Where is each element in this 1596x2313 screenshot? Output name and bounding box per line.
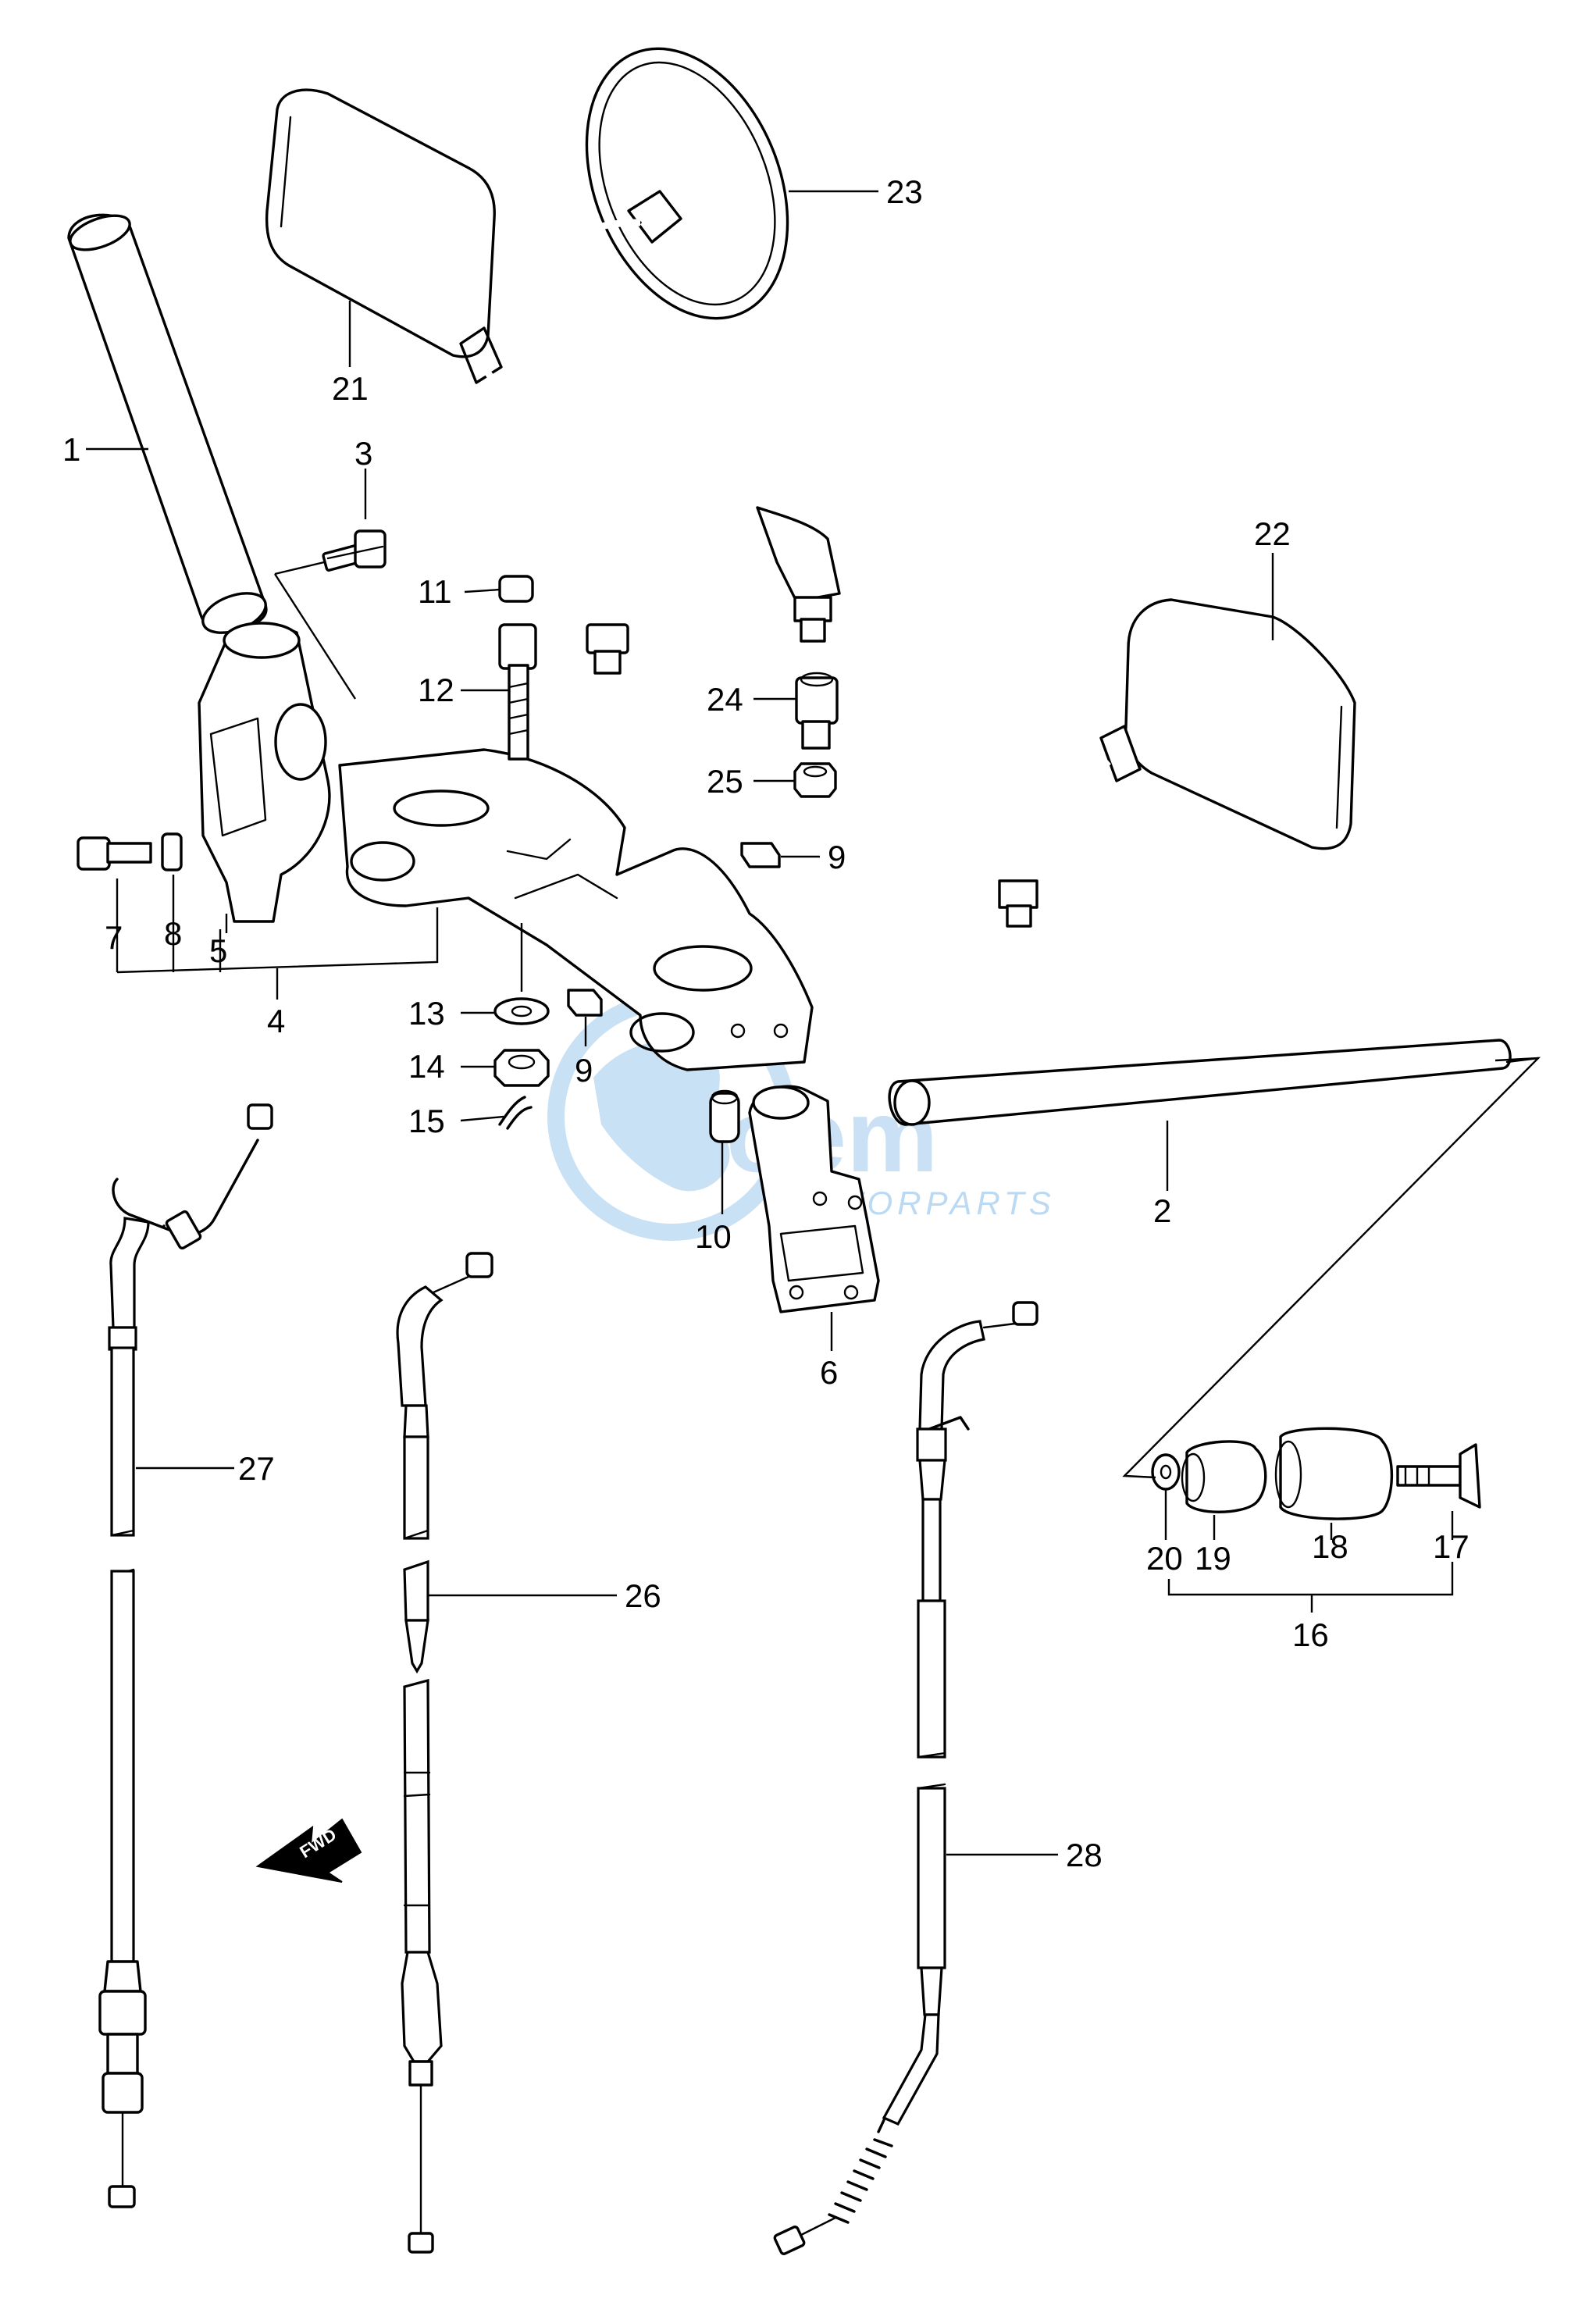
bolt-7 [77, 836, 152, 871]
callout-3: 3 [354, 435, 372, 472]
callout-1: 1 [62, 431, 80, 468]
callout-15: 15 [408, 1103, 445, 1139]
left-mirror [265, 88, 629, 675]
callout-11: 11 [418, 573, 452, 610]
callout-6: 6 [820, 1354, 838, 1391]
round-mirror [570, 47, 841, 643]
callout-26: 26 [625, 1577, 661, 1614]
callout-4: 4 [267, 1003, 285, 1039]
washer-13 [493, 997, 550, 1025]
nut-25 [793, 762, 837, 798]
forward-arrow-icon: FWD [255, 1818, 362, 1883]
callout-8: 8 [164, 915, 182, 952]
callout-14: 14 [408, 1048, 445, 1085]
left-clamp [198, 622, 331, 923]
callout-9-lower: 9 [575, 1052, 593, 1089]
block-9-lower [567, 989, 603, 1017]
leader-lines [86, 190, 1541, 1856]
callout-10: 10 [695, 1218, 732, 1255]
callout-28: 28 [1066, 1837, 1103, 1873]
bar-end-screw-17 [1396, 1443, 1481, 1509]
callout-16: 16 [1292, 1616, 1329, 1653]
callout-18: 18 [1312, 1528, 1348, 1565]
handlebar-bridge [338, 748, 814, 1071]
bolt-3 [322, 529, 387, 572]
callout-27: 27 [238, 1450, 275, 1487]
callout-21: 21 [332, 370, 369, 407]
left-handlebar-grip [67, 213, 268, 634]
right-clamp [748, 1085, 880, 1313]
callout-7: 7 [105, 919, 123, 956]
cotter-pin-15 [498, 1096, 533, 1130]
bar-end-collar-19 [1181, 1440, 1267, 1513]
washer-8 [161, 832, 183, 871]
callout-23: 23 [886, 173, 923, 210]
callout-25: 25 [707, 763, 743, 800]
block-9-upper [740, 842, 781, 868]
right-mirror [998, 598, 1356, 928]
callout-labels: 1 2 3 4 5 6 7 8 9 9 10 11 12 13 14 15 16… [62, 173, 1470, 1873]
callout-22: 22 [1254, 515, 1291, 552]
adapter-24 [795, 672, 839, 750]
cable-27 [98, 1103, 273, 2208]
cable-26 [396, 1252, 493, 2254]
cap-10 [709, 1089, 740, 1143]
callout-9-upper: 9 [828, 839, 846, 875]
bar-end-washer-20 [1151, 1453, 1181, 1491]
callout-13: 13 [408, 995, 445, 1032]
callout-17: 17 [1433, 1528, 1470, 1565]
callout-2: 2 [1153, 1192, 1171, 1229]
callout-20: 20 [1146, 1540, 1183, 1577]
bolt-12 [498, 623, 537, 761]
callout-19: 19 [1195, 1540, 1231, 1577]
callout-12: 12 [418, 672, 454, 708]
cable-28 [773, 1301, 1038, 2255]
callout-24: 24 [707, 681, 743, 718]
right-handlebar-tube [888, 1039, 1540, 1126]
callout-5: 5 [209, 932, 227, 969]
cap-11 [498, 575, 534, 603]
bar-end-weight-18 [1274, 1427, 1394, 1520]
nut-14 [493, 1049, 550, 1087]
